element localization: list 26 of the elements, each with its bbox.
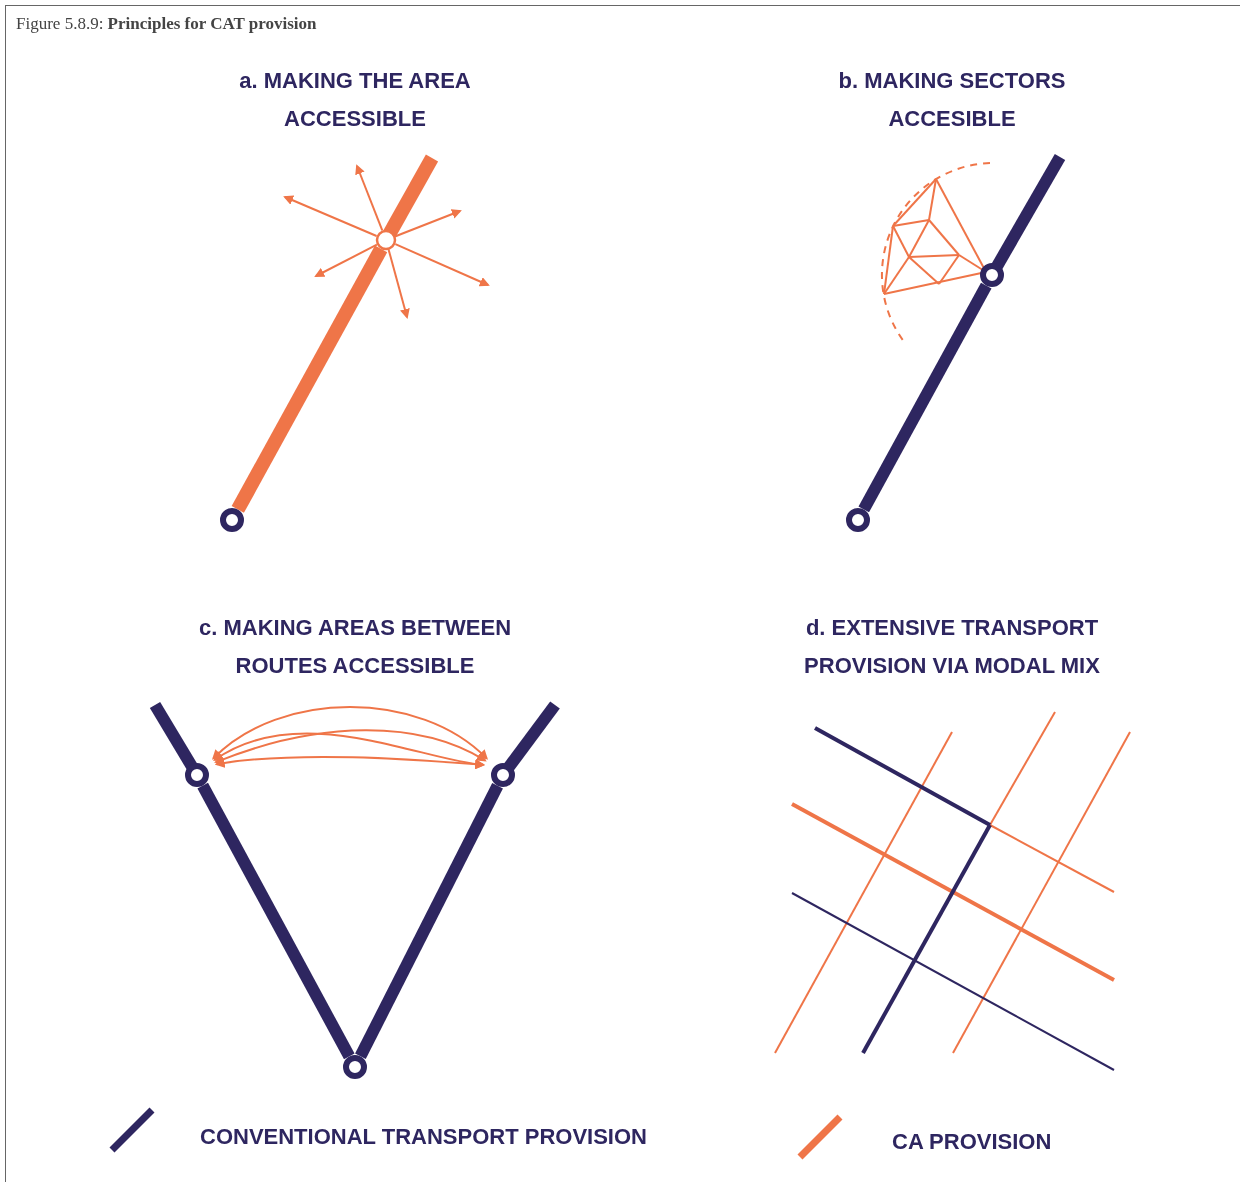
arrow (394, 243, 490, 287)
station-circle (375, 229, 397, 251)
legend-text: CA PROVISION (892, 1129, 1052, 1155)
legend-text: CONVENTIONAL TRANSPORT PROVISION (200, 1124, 647, 1150)
route-line (355, 783, 503, 1059)
panel-heading: a. MAKING THE AREA ACCESSIBLE (238, 67, 472, 133)
panel-heading: b. MAKING SECTORS ACCESIBLE (837, 67, 1067, 133)
panel-heading: c. MAKING AREAS BETWEEN ROUTES ACCESSIBLE (197, 614, 513, 680)
arrow (283, 195, 378, 237)
arrow (355, 164, 384, 232)
arrow (394, 209, 462, 238)
route-line (858, 282, 992, 513)
panel-heading: d. EXTENSIVE TRANSPORT PROVISION VIA MODAL MIX (803, 614, 1101, 680)
station-circle (980, 263, 1004, 287)
station-circle (220, 508, 244, 532)
arrow (314, 243, 378, 277)
curved-arrow (214, 755, 486, 770)
station-circle (846, 508, 870, 532)
station-circle (343, 1055, 367, 1079)
station-circle (491, 763, 515, 787)
route-line (197, 782, 355, 1060)
curved-arrow (211, 706, 489, 760)
figure-title: Figure 5.8.9: Principles for CAT provision (16, 14, 317, 34)
station-circle (185, 763, 209, 787)
route-line (231, 245, 388, 513)
arrow (387, 248, 410, 319)
